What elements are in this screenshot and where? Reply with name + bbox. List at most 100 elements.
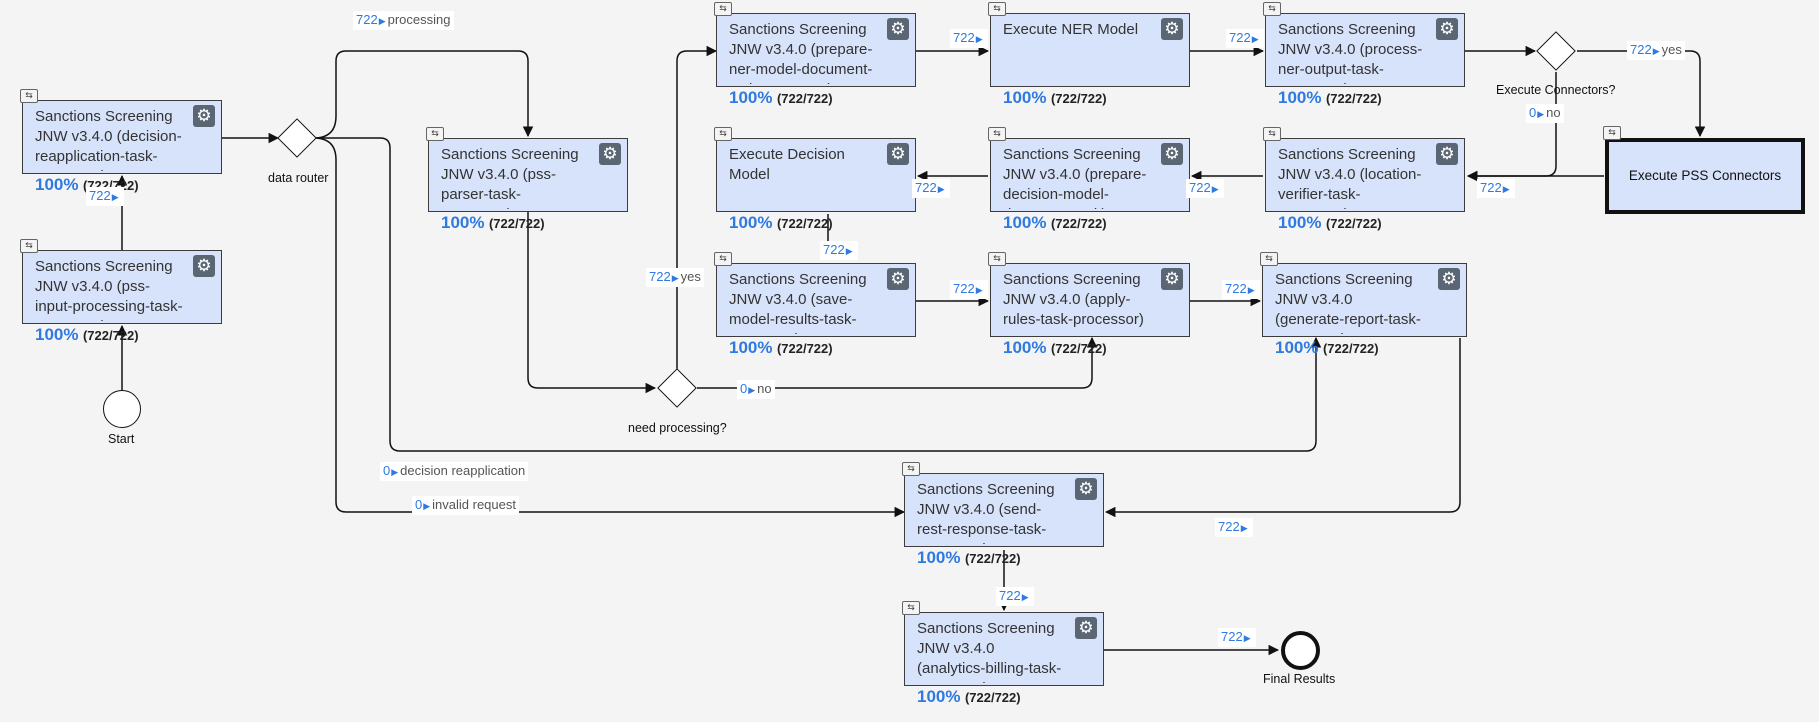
- flow-label-need-no[interactable]: 0▶no: [737, 380, 775, 399]
- gear-icon[interactable]: ⚙: [887, 143, 909, 165]
- gear-icon[interactable]: ⚙: [1161, 18, 1183, 40]
- task-pss-input-processing[interactable]: ⇆ Sanctions Screening JNW v3.4.0 (pss-in…: [20, 239, 222, 344]
- gear-icon[interactable]: ⚙: [599, 143, 621, 165]
- flow-need-no-to-apply[interactable]: [697, 336, 1098, 389]
- flow-need-yes-to-prepner[interactable]: [676, 45, 718, 370]
- progress-percent: 100%: [729, 338, 773, 357]
- play-icon: ▶: [378, 16, 386, 26]
- flow-router-to-parser[interactable]: [313, 50, 534, 139]
- flow-label-locver-prepdec[interactable]: 722▶: [1186, 179, 1224, 198]
- subprocess-icon: ⇆: [902, 462, 920, 476]
- flow-report-to-send[interactable]: [1104, 338, 1461, 518]
- gear-icon[interactable]: ⚙: [1438, 268, 1460, 290]
- progress-count: (722/722): [776, 91, 833, 106]
- task-title: Sanctions Screening JNW v3.4.0 (pss-inpu…: [35, 258, 183, 321]
- task-title: Sanctions Screening JNW v3.4.0 (location…: [1278, 146, 1422, 209]
- task-send-rest-response[interactable]: ⇆ Sanctions Screening JNW v3.4.0 (send-r…: [902, 462, 1104, 567]
- task-execute-ner-model[interactable]: ⇆ Execute NER Model ⚙ 100% (722/722): [988, 2, 1190, 107]
- task-title: Sanctions Screening JNW v3.4.0 (process-…: [1278, 21, 1423, 84]
- flow-label-execdec-save[interactable]: 722▶: [820, 241, 858, 260]
- flow-label-report-send[interactable]: 722▶: [1215, 518, 1253, 537]
- task-progress: 100% (722/722): [35, 175, 139, 195]
- progress-percent: 100%: [35, 175, 79, 194]
- task-progress: 100% (722/722): [917, 548, 1021, 568]
- task-title: Sanctions Screening JNW v3.4.0 (prepare-…: [1003, 146, 1147, 209]
- subprocess-icon: ⇆: [1603, 126, 1621, 140]
- progress-count: (722/722): [488, 216, 545, 231]
- task-title: Sanctions Screening JNW v3.4.0 (save-mod…: [729, 271, 867, 334]
- task-location-verifier[interactable]: ⇆ Sanctions Screening JNW v3.4.0 (locati…: [1263, 127, 1465, 232]
- flow-label-invalid-request[interactable]: 0▶invalid request: [412, 496, 519, 515]
- task-process-ner-output[interactable]: ⇆ Sanctions Screening JNW v3.4.0 (proces…: [1263, 2, 1465, 107]
- start-event[interactable]: [103, 390, 141, 428]
- gear-icon[interactable]: ⚙: [1436, 18, 1458, 40]
- task-prepare-ner-model-document[interactable]: ⇆ Sanctions Screening JNW v3.4.0 (prepar…: [714, 2, 916, 107]
- task-apply-rules[interactable]: ⇆ Sanctions Screening JNW v3.4.0 (apply-…: [988, 252, 1190, 357]
- play-icon: ▶: [748, 385, 756, 395]
- flow-router-to-send[interactable]: [313, 137, 906, 518]
- flow-label-save-apply[interactable]: 722▶: [950, 280, 988, 299]
- progress-count: (722/722): [964, 551, 1021, 566]
- flow-label-send-billing[interactable]: 722▶: [996, 587, 1034, 606]
- task-title: Sanctions Screening JNW v3.4.0 (pss-pars…: [441, 146, 579, 209]
- task-progress: 100% (722/722): [441, 213, 545, 233]
- end-event[interactable]: [1281, 631, 1320, 670]
- task-generate-report[interactable]: ⇆ Sanctions Screening JNW v3.4.0 (genera…: [1260, 252, 1467, 357]
- task-progress: 100% (722/722): [1003, 213, 1107, 233]
- task-save-model-results[interactable]: ⇆ Sanctions Screening JNW v3.4.0 (save-m…: [714, 252, 916, 357]
- gear-icon[interactable]: ⚙: [887, 268, 909, 290]
- task-title: Sanctions Screening JNW v3.4.0 (apply-ru…: [1003, 271, 1144, 328]
- progress-percent: 100%: [1003, 88, 1047, 107]
- task-analytics-billing[interactable]: ⇆ Sanctions Screening JNW v3.4.0 (analyt…: [902, 601, 1104, 706]
- play-icon: ▶: [1240, 523, 1248, 533]
- progress-percent: 100%: [729, 213, 773, 232]
- task-decision-reapplication[interactable]: ⇆ Sanctions Screening JNW v3.4.0 (decisi…: [20, 89, 222, 194]
- play-icon: ▶: [975, 34, 983, 44]
- flow-label-apply-report[interactable]: 722▶: [1222, 280, 1260, 299]
- gear-icon[interactable]: ⚙: [193, 105, 215, 127]
- task-progress: 100% (722/722): [1003, 88, 1107, 108]
- subprocess-icon: ⇆: [1260, 252, 1278, 266]
- gear-icon[interactable]: ⚙: [887, 18, 909, 40]
- progress-percent: 100%: [1003, 338, 1047, 357]
- flow-label-input-decision[interactable]: 722▶: [86, 187, 124, 206]
- progress-count: (722/722): [776, 216, 833, 231]
- flow-label-pss-locver[interactable]: 722▶: [1477, 179, 1515, 198]
- flow-label-ner-procner[interactable]: 722▶: [1226, 29, 1264, 48]
- flow-label-decision-reapplication[interactable]: 0▶decision reapplication: [380, 462, 529, 481]
- play-icon: ▶: [1211, 184, 1219, 194]
- progress-percent: 100%: [1275, 338, 1319, 357]
- flow-count: 0: [1529, 105, 1537, 120]
- flow-conn-yes-to-pss[interactable]: [1577, 50, 1706, 138]
- gear-icon[interactable]: ⚙: [1161, 268, 1183, 290]
- task-pss-parser[interactable]: ⇆ Sanctions Screening JNW v3.4.0 (pss-pa…: [426, 127, 628, 232]
- subprocess-icon: ⇆: [1263, 127, 1281, 141]
- flow-label-need-yes[interactable]: 722▶yes: [646, 268, 704, 287]
- task-execute-pss-connectors[interactable]: ⇆ Execute PSS Connectors: [1603, 126, 1805, 214]
- subprocess-icon: ⇆: [426, 127, 444, 141]
- gear-icon[interactable]: ⚙: [1161, 143, 1183, 165]
- gear-icon[interactable]: ⚙: [193, 255, 215, 277]
- flow-label-processing[interactable]: 722▶processing: [353, 11, 454, 30]
- task-title: Execute Decision Model: [729, 146, 845, 183]
- flow-parser-to-need[interactable]: [527, 212, 657, 394]
- end-event-label: Final Results: [1263, 672, 1336, 686]
- flow-label-billing-end[interactable]: 722▶: [1218, 628, 1256, 647]
- play-icon: ▶: [111, 192, 119, 202]
- flow-label-conn-yes[interactable]: 722▶yes: [1627, 41, 1685, 60]
- flow-label-conn-no[interactable]: 0▶no: [1526, 104, 1564, 123]
- task-title: Execute NER Model: [1003, 21, 1139, 38]
- gear-icon[interactable]: ⚙: [1075, 478, 1097, 500]
- flow-label-prepner-ner[interactable]: 722▶: [950, 29, 988, 48]
- task-title: Sanctions Screening JNW v3.4.0 (prepare-…: [729, 21, 873, 84]
- gear-icon[interactable]: ⚙: [1075, 617, 1097, 639]
- flow-router-to-report[interactable]: [314, 137, 1322, 452]
- subprocess-icon: ⇆: [714, 252, 732, 266]
- gear-icon[interactable]: ⚙: [1436, 143, 1458, 165]
- task-prepare-decision-model-document[interactable]: ⇆ Sanctions Screening JNW v3.4.0 (prepar…: [988, 127, 1190, 232]
- flow-count: 722: [915, 180, 937, 195]
- flow-label-prepdec-execdec[interactable]: 722▶: [912, 179, 950, 198]
- flow-count: 722: [1221, 629, 1243, 644]
- task-execute-decision-model[interactable]: ⇆ Execute Decision Model ⚙ 100% (722/722…: [714, 127, 916, 232]
